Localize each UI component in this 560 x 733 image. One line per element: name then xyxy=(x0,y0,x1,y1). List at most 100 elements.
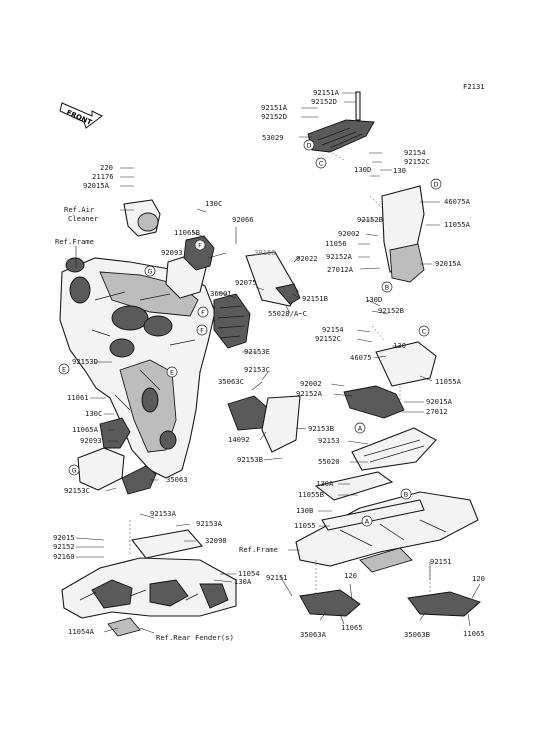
part-labels: 92151A 92152D 92151A 92152D 53029 92154 … xyxy=(53,88,485,642)
label-120: 120 xyxy=(472,574,485,583)
bracket-46075A xyxy=(381,185,425,283)
label-11065A: 11065A xyxy=(72,425,99,434)
label-130C: 130C xyxy=(205,199,222,208)
label-92151: 92151 xyxy=(266,573,288,582)
bracket-46075 xyxy=(343,341,437,419)
label-11065: 11065 xyxy=(341,623,363,632)
label-92002: 92002 xyxy=(300,379,322,388)
callout-d1: D xyxy=(303,139,315,151)
label-92153B: 92153B xyxy=(308,424,334,433)
label-11056: 11056 xyxy=(325,239,347,248)
svg-text:D: D xyxy=(306,142,311,150)
callout-e1: E xyxy=(58,363,70,375)
label-ref-rear-fender: Ref.Rear Fender(s) xyxy=(156,633,234,642)
svg-text:G: G xyxy=(147,268,152,276)
label-92093: 92093 xyxy=(80,436,102,445)
bracket-39156 xyxy=(245,251,301,307)
bracket-35063B xyxy=(407,591,481,617)
plate-36001 xyxy=(213,293,251,349)
callout-g2: G xyxy=(68,464,80,476)
cover-92093-left xyxy=(77,417,131,491)
label-35063B: 35063B xyxy=(404,630,430,639)
callout-f3: F xyxy=(196,324,208,336)
svg-text:D: D xyxy=(433,181,438,189)
label-92151A: 92151A xyxy=(313,88,340,97)
label-ref-frame: Ref.Frame xyxy=(239,545,278,554)
label-92153D: 92153D xyxy=(72,357,98,366)
svg-text:F: F xyxy=(198,242,202,250)
label-14092: 14092 xyxy=(228,435,250,444)
label-92153B: 92153B xyxy=(237,455,263,464)
label-ref-frame: Ref.Frame xyxy=(55,237,94,246)
front-arrow: FRONT xyxy=(59,102,103,129)
bracket-35063 xyxy=(121,465,157,495)
svg-text:F: F xyxy=(201,309,205,317)
label-27012A: 27012A xyxy=(327,265,354,274)
label-92152B: 92152B xyxy=(357,215,383,224)
label-130C: 130C xyxy=(85,409,102,418)
callout-c2: C xyxy=(418,325,430,337)
label-92153C: 92153C xyxy=(244,365,270,374)
label-130D: 130D xyxy=(365,295,382,304)
air-cleaner xyxy=(123,199,161,237)
label-130B: 130B xyxy=(296,506,313,515)
label-53029: 53029 xyxy=(262,133,284,142)
footpeg-53029 xyxy=(307,91,375,153)
label-92154: 92154 xyxy=(404,148,426,157)
svg-text:G: G xyxy=(71,467,76,475)
svg-text:F: F xyxy=(200,327,204,335)
callout-f2: F xyxy=(197,306,209,318)
label-130A: 130A xyxy=(316,479,334,488)
label-92154: 92154 xyxy=(322,325,344,334)
svg-text:E: E xyxy=(170,369,174,377)
callout-d2: D xyxy=(430,178,442,190)
label-120: 120 xyxy=(344,571,357,580)
label-39156: 39156 xyxy=(254,248,276,257)
bracket-35063A xyxy=(299,589,361,617)
label-92015A: 92015A xyxy=(426,397,453,406)
label-11065: 11065 xyxy=(463,629,485,638)
label-92152A: 92152A xyxy=(326,252,353,261)
label-92153A: 92153A xyxy=(196,519,223,528)
label-11061: 11061 xyxy=(67,393,89,402)
svg-text:B: B xyxy=(404,491,408,499)
label-92066: 92066 xyxy=(232,215,254,224)
leader-lines xyxy=(75,92,481,634)
label-55028: 55028/A~C xyxy=(268,309,307,318)
label-21176: 21176 xyxy=(92,172,114,181)
label-92022: 92022 xyxy=(296,254,318,263)
svg-text:C: C xyxy=(319,160,324,168)
svg-text:A: A xyxy=(365,518,370,526)
bracket-35063C xyxy=(227,395,301,453)
svg-text:C: C xyxy=(422,328,427,336)
label-35063A: 35063A xyxy=(300,630,327,639)
label-92002: 92002 xyxy=(338,229,360,238)
label-92152B: 92152B xyxy=(378,306,404,315)
label-32098: 32098 xyxy=(205,536,227,545)
label-92160: 92160 xyxy=(53,552,75,561)
label-35063: 35063 xyxy=(166,475,188,484)
callout-e2: E xyxy=(166,366,178,378)
label-36001: 36001 xyxy=(210,289,232,298)
label-92151A: 92151A xyxy=(261,103,288,112)
label-92015A: 92015A xyxy=(83,181,110,190)
label-27012: 27012 xyxy=(426,407,448,416)
svg-text:A: A xyxy=(358,425,363,433)
label-92151: 92151 xyxy=(430,557,452,566)
label-220: 220 xyxy=(100,163,113,172)
label-35063C: 35063C xyxy=(218,377,244,386)
label-92152A: 92152A xyxy=(296,389,323,398)
label-ref-air-cleaner: Cleaner xyxy=(68,214,99,223)
rear-fender-undertray xyxy=(61,529,237,637)
callout-f1: F xyxy=(194,239,206,251)
callout-a2: A xyxy=(361,515,373,527)
callout-b2: B xyxy=(400,488,412,500)
label-92153E: 92153E xyxy=(244,347,270,356)
label-11055A: 11055A xyxy=(444,220,471,229)
label-11055: 11055 xyxy=(294,521,316,530)
plate-55020 xyxy=(351,427,437,471)
label-92152C: 92152C xyxy=(404,157,430,166)
callout-c1: C xyxy=(315,157,327,169)
callout-g1: G xyxy=(144,265,156,277)
